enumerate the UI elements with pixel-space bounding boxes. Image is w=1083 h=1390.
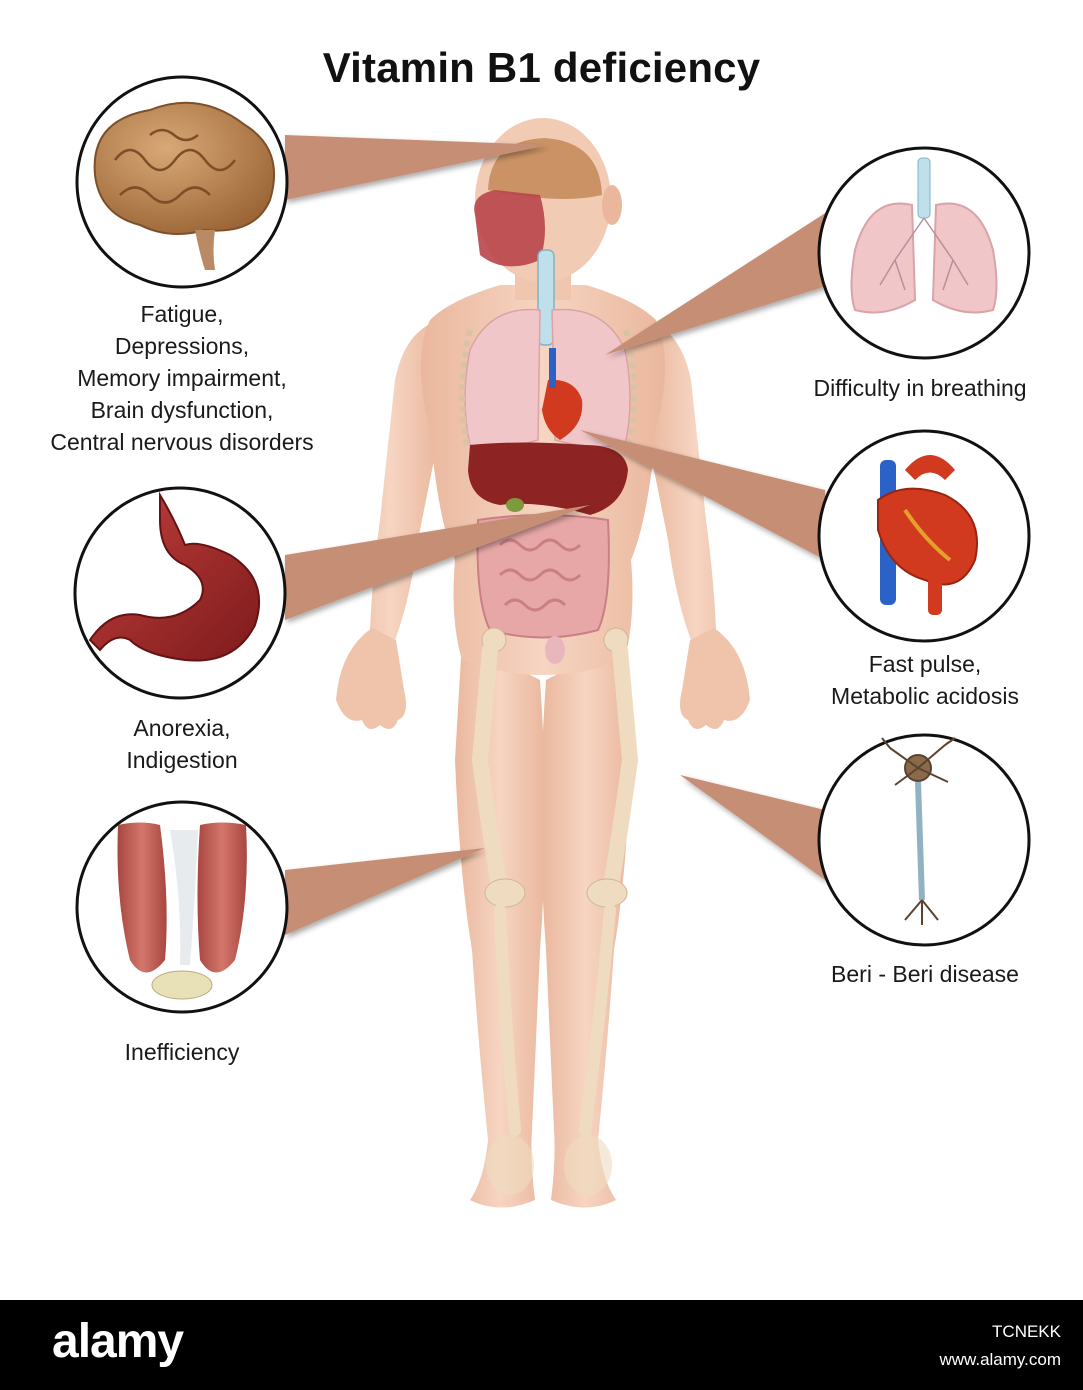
label-line: Depressions, <box>114 333 250 359</box>
label-line: Central nervous disorders <box>50 429 314 455</box>
label-line: Metabolic acidosis <box>831 683 1019 709</box>
liver <box>468 442 628 515</box>
label-line: Indigestion <box>126 747 238 773</box>
axon-icon <box>915 781 925 901</box>
site-url: www.alamy.com <box>939 1350 1061 1369</box>
bronchi-icon <box>879 217 969 291</box>
neuron-circle <box>817 733 1031 947</box>
axon-terminal-icon <box>904 899 939 925</box>
kneecap-icon <box>151 970 213 1000</box>
dendrites-icon <box>881 737 956 786</box>
pointer-heart <box>580 430 825 560</box>
pointer-knee <box>285 848 485 935</box>
pointer-brain <box>285 135 548 200</box>
alamy-logo: alamy <box>52 1315 184 1368</box>
right-hand <box>680 628 750 729</box>
tendon-icon <box>170 830 198 965</box>
coronary-icon <box>903 508 952 562</box>
pointer-neuron <box>680 775 825 880</box>
label-line: Anorexia, <box>133 715 231 741</box>
illustration <box>73 75 1031 1208</box>
stomach-icon <box>88 491 261 662</box>
nasal-cavity <box>474 190 545 267</box>
left-arm <box>340 320 440 695</box>
label-brain-symptoms: Fatigue, Depressions, Memory impairment,… <box>12 298 352 458</box>
left-femur <box>471 642 506 888</box>
intestines <box>476 514 610 639</box>
knee-circle <box>75 800 289 1014</box>
label-line: Difficulty in breathing <box>813 375 1027 401</box>
image-id: TCNEKK <box>992 1322 1061 1341</box>
trachea-icon <box>917 157 931 219</box>
left-lung-icon <box>850 202 917 314</box>
brain-circle <box>75 75 289 289</box>
label-heart-symptoms: Fast pulse, Metabolic acidosis <box>790 648 1060 712</box>
gallbladder <box>506 498 524 512</box>
aorta-icon <box>905 455 955 480</box>
artery-icon <box>928 560 942 615</box>
intestine-coils <box>498 538 582 612</box>
label-line: Fatigue, <box>140 301 224 327</box>
label-line: Fast pulse, <box>868 651 982 677</box>
right-femur <box>604 642 639 888</box>
trachea <box>537 249 555 346</box>
head-brain <box>488 138 602 199</box>
muscle-icon-right <box>197 822 247 973</box>
brain-icon <box>93 101 276 235</box>
bladder <box>545 636 565 664</box>
ribcage-left <box>459 329 473 451</box>
left-foot-bones <box>486 1135 534 1195</box>
left-hand <box>336 628 406 729</box>
label-line: Memory impairment, <box>77 365 287 391</box>
lungs-circle <box>817 146 1031 360</box>
left-knee <box>484 878 526 908</box>
label-neuron-symptoms: Beri - Beri disease <box>790 958 1060 990</box>
right-leg <box>541 640 631 1208</box>
stomach-circle <box>73 486 287 700</box>
brainstem-icon <box>195 230 215 270</box>
right-arm <box>646 320 746 695</box>
pointer-stomach <box>285 505 590 620</box>
right-knee <box>586 878 628 908</box>
left-tibia <box>494 904 521 1136</box>
body-heart <box>542 379 583 440</box>
ear <box>602 185 622 225</box>
label-lungs-symptoms: Difficulty in breathing <box>780 372 1060 404</box>
heart-circle <box>817 429 1031 643</box>
right-lung-icon <box>931 202 998 314</box>
label-knee-symptoms: Inefficiency <box>62 1036 302 1068</box>
muscle-icon <box>117 822 167 973</box>
callout-pointers <box>285 135 830 935</box>
label-line: Inefficiency <box>124 1039 240 1065</box>
pointer-lungs <box>605 210 830 355</box>
aorta <box>549 348 556 388</box>
right-foot-bones <box>564 1135 612 1195</box>
callout-circles <box>73 75 1031 1014</box>
internal-organs <box>459 138 639 1195</box>
watermark-footer: alamy TCNEKK www.alamy.com <box>0 1300 1083 1390</box>
right-tibia <box>579 904 616 1136</box>
label-line: Brain dysfunction, <box>90 397 274 423</box>
label-stomach-symptoms: Anorexia, Indigestion <box>62 712 302 776</box>
page-title: Vitamin B1 deficiency <box>322 44 761 91</box>
brain-folds <box>114 128 236 204</box>
label-line: Beri - Beri disease <box>831 961 1019 987</box>
